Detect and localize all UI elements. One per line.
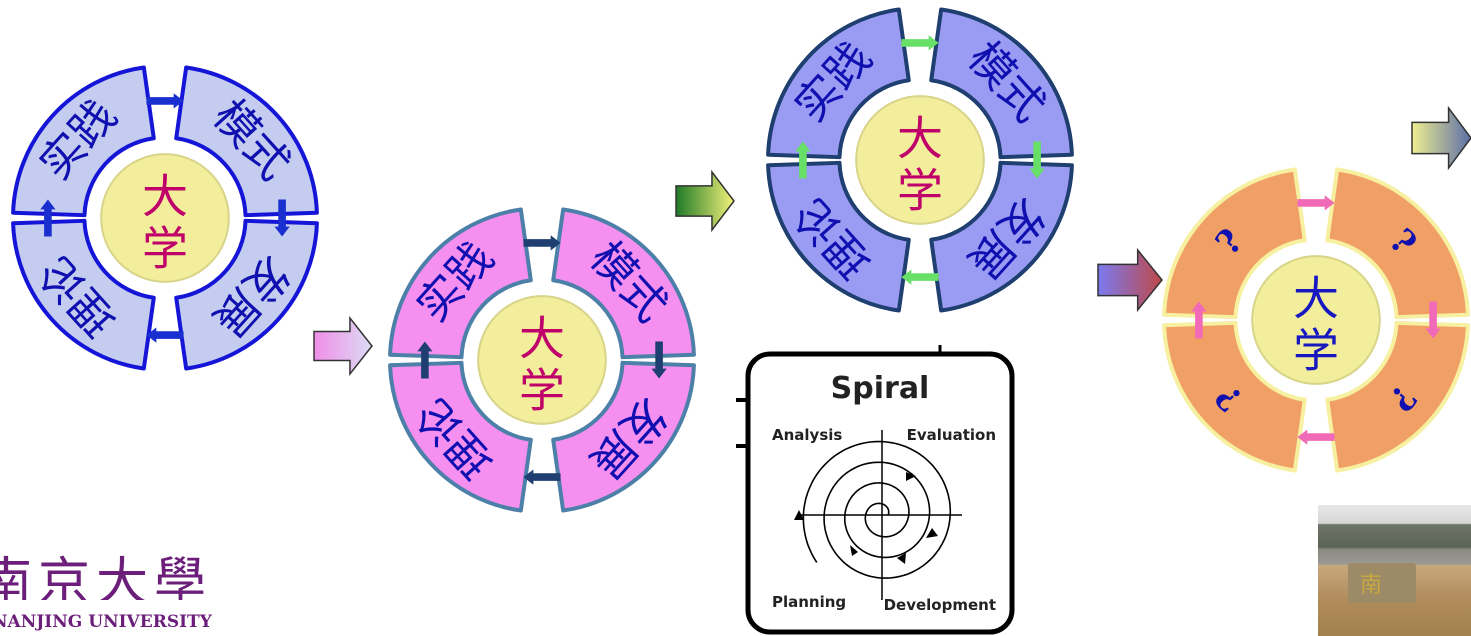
- cycle-diagram-2-segment-bottom-left: [388, 360, 533, 513]
- cycle-diagram-2-center-char-1: 大: [519, 312, 565, 366]
- cycle-diagram-4-segment-top-left: [1162, 167, 1307, 320]
- cycle-diagram-3-segment-bottom-left: [766, 160, 911, 313]
- spiral-arrowhead-2: [926, 528, 938, 538]
- cycle-diagram-1-flow-arrow-top: [146, 93, 184, 109]
- cycle-diagram-1-flow-arrow-bottom: [146, 327, 184, 343]
- cycle-diagram-2-center-circle: [477, 295, 607, 425]
- transition-arrow-3: [1097, 247, 1163, 313]
- cycle-diagram-2-segment-top-left: [388, 207, 533, 360]
- cycle-diagram-1-segment-top-right: [174, 65, 319, 218]
- cycle-diagram-1-segment-top-left: [11, 65, 156, 218]
- cycle-diagram-2-segment-bottom-right: [551, 360, 696, 513]
- cycle-diagram-2-flow-arrow-top: [523, 235, 561, 251]
- spiral-quadrant-planning: Planning: [772, 593, 846, 611]
- transition-arrow-4: [1411, 105, 1471, 171]
- spiral-arrowhead-4: [897, 553, 906, 564]
- cycle-diagram-3-segment-top-left: [766, 7, 911, 160]
- photo-stone: [1348, 563, 1416, 603]
- cycle-diagram-3-segment-bottom-right: [929, 160, 1074, 313]
- cycle-diagram-1-center-char-2: 学: [142, 221, 188, 275]
- cycle-diagram-4-flow-arrow-top: [1297, 195, 1335, 211]
- cycle-diagram-4: ????大学: [1162, 167, 1470, 473]
- cycle-diagram-1-flow-arrow-left: [40, 199, 56, 237]
- cycle-diagram-4-flow-arrow-bottom: [1297, 429, 1335, 445]
- campus-photo: 南: [1318, 505, 1471, 636]
- cycle-diagram-1: 实践模式发展理论大学: [11, 65, 319, 371]
- cycle-diagram-2-segment-top-right: [551, 207, 696, 360]
- spiral-quadrant-evaluation: Evaluation: [907, 426, 996, 444]
- cycle-diagram-4-center-circle: [1251, 255, 1381, 385]
- transition-arrow-1: [313, 315, 373, 377]
- cycle-diagram-4-center-char-1: 大: [1293, 272, 1339, 326]
- university-logo-english: NANJING UNIVERSITY: [0, 612, 212, 632]
- cycle-diagram-1-segment-bottom-left: [11, 218, 156, 371]
- cycle-diagram-4-flow-arrow-right: [1425, 301, 1441, 339]
- cycle-diagram-2: 实践模式发展理论大学: [388, 207, 696, 513]
- cycle-diagram-1-center-char-1: 大: [142, 170, 188, 224]
- cycle-diagram-2-flow-arrow-right: [651, 341, 667, 379]
- spiral-arrowhead-3: [850, 545, 858, 556]
- cycle-diagram-4-segment-top-right: [1325, 167, 1470, 320]
- university-logo-chinese: 南京大學: [0, 553, 210, 600]
- cycle-diagram-4-flow-arrow-left: [1191, 301, 1207, 339]
- cycle-diagram-4-segment-bottom-right: [1325, 320, 1470, 473]
- spiral-start-arrowhead: [794, 510, 804, 520]
- cycle-diagram-3-flow-arrow-right: [1029, 141, 1045, 179]
- cycle-diagram-3-flow-arrow-left: [795, 141, 811, 179]
- cycle-diagram-3-flow-arrow-top: [901, 35, 939, 51]
- cycle-diagram-3-center-circle: [855, 95, 985, 225]
- cycle-diagram-2-center-char-2: 学: [519, 363, 565, 417]
- cycle-diagram-4-segment-bottom-left: [1162, 320, 1307, 473]
- cycle-diagram-1-center-circle: [100, 153, 230, 283]
- cycle-diagram-2-flow-arrow-left: [417, 341, 433, 379]
- transition-arrow-2: [675, 169, 735, 233]
- spiral-curve: [802, 440, 952, 579]
- spiral-quadrant-analysis: Analysis: [772, 426, 842, 444]
- cycle-diagram-3: 实践模式发展理论大学: [766, 7, 1074, 313]
- spiral-frame: [745, 351, 1015, 635]
- cycle-diagram-2-flow-arrow-bottom: [523, 469, 561, 485]
- spiral-arrowhead-1: [906, 472, 916, 481]
- cycle-diagram-3-segment-top-right: [929, 7, 1074, 160]
- cycle-diagram-3-center-char-2: 学: [897, 163, 943, 217]
- photo-stone-glyph: 南: [1360, 573, 1383, 598]
- cycle-diagram-4-center-char-2: 学: [1293, 323, 1339, 377]
- spiral-quadrant-development: Development: [884, 596, 996, 614]
- cycle-diagram-3-flow-arrow-bottom: [901, 269, 939, 285]
- cycle-diagram-1-segment-bottom-right: [174, 218, 319, 371]
- spiral-title: Spiral: [831, 371, 930, 406]
- cycle-diagram-3-center-char-1: 大: [897, 112, 943, 166]
- cycle-diagram-1-flow-arrow-right: [274, 199, 290, 237]
